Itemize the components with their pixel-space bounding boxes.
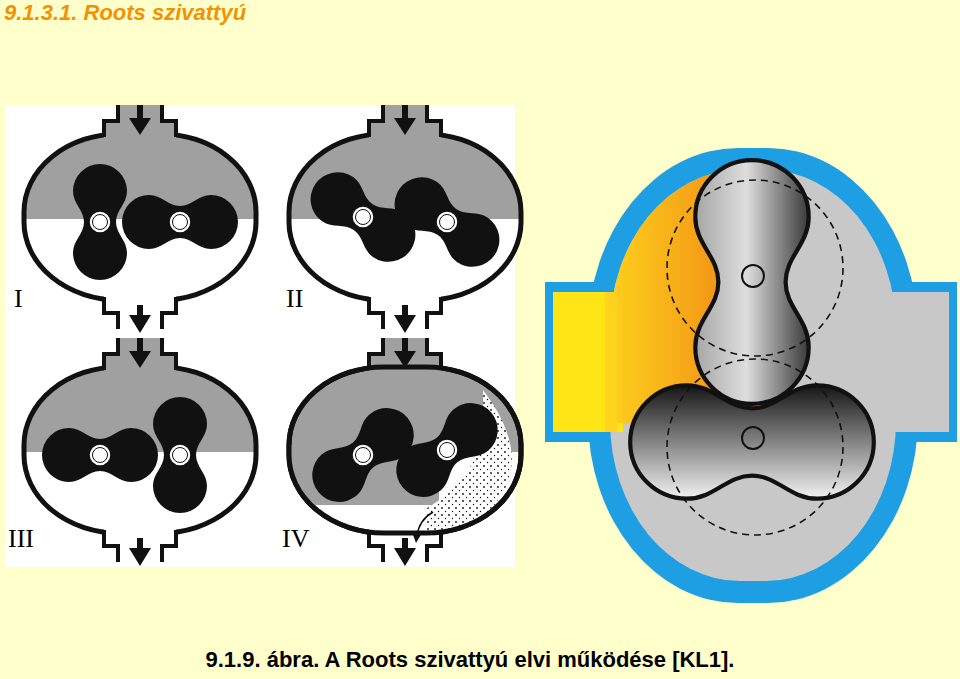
rotor — [153, 397, 207, 513]
pitch-circle — [667, 359, 843, 535]
rotor — [384, 167, 510, 278]
figure-caption: 9.1.9. ábra. A Roots szivattyú elvi műkö… — [0, 647, 940, 673]
shaft — [89, 211, 111, 233]
shaft — [89, 444, 111, 466]
pump-stage-4 — [285, 338, 525, 566]
shaft — [169, 211, 191, 233]
flow-arrow-head — [412, 532, 422, 543]
outlet-port — [885, 292, 949, 432]
shaft — [436, 439, 458, 461]
pump-cutaway — [545, 148, 957, 603]
shaft — [742, 427, 764, 449]
shaft — [436, 211, 458, 233]
pump-stage-3 — [20, 338, 260, 566]
shaft — [352, 206, 374, 228]
rotor — [385, 392, 509, 508]
inlet-port — [553, 292, 623, 432]
shaft — [352, 444, 374, 466]
pump-stage-2 — [285, 105, 525, 333]
rotor — [122, 195, 238, 249]
rotor — [73, 164, 127, 280]
flow-arrow — [417, 512, 433, 536]
pump-housing — [285, 338, 525, 566]
stage-number: II — [286, 284, 303, 314]
rotor — [42, 428, 158, 482]
shaft — [169, 444, 191, 466]
pump-stage-1 — [20, 105, 260, 333]
pump-housing — [285, 105, 525, 333]
inlet-gas — [605, 292, 617, 432]
stage-number: IV — [282, 524, 309, 554]
pitch-circle — [667, 180, 843, 356]
stage-number: I — [14, 284, 23, 314]
page-title: 9.1.3.1. Roots szivattyú — [4, 0, 246, 26]
inlet-flange — [545, 282, 625, 442]
pump-housing — [20, 338, 260, 566]
outlet-flange — [882, 282, 957, 442]
upper-rotor — [695, 160, 808, 404]
pump-housing — [20, 105, 260, 333]
pump-housing-outline — [289, 367, 521, 533]
stage-number: III — [8, 524, 34, 554]
pump-casing — [588, 148, 918, 603]
shaft — [742, 265, 764, 287]
